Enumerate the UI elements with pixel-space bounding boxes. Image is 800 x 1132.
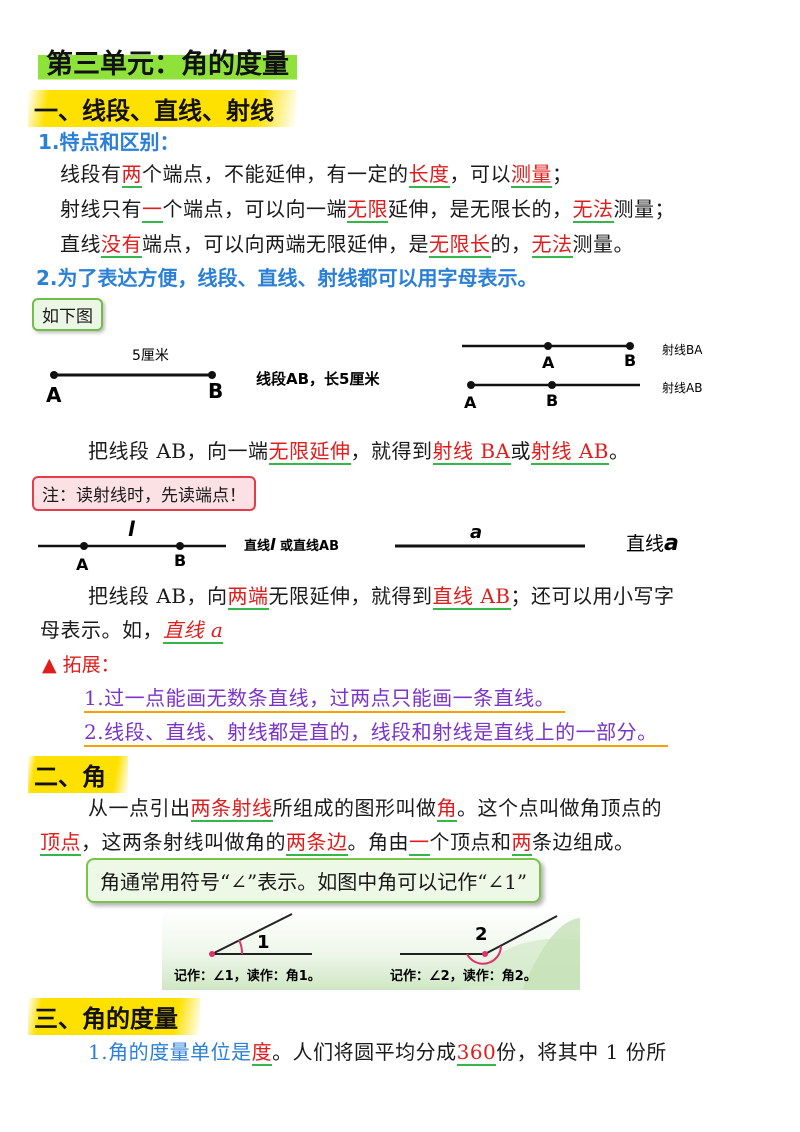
extension-1: 1.过一点能画无数条直线，过两点只能画一条直线。	[84, 682, 566, 713]
ray-ba-point-b	[626, 342, 634, 350]
page-title: 第三单元：角的度量	[38, 40, 297, 83]
text-line-5: 把线段 AB，向两端无限延伸，就得到直线 AB；还可以用小写字	[88, 584, 675, 610]
angle2-vertex	[482, 951, 488, 957]
angle2-caption: 记作：∠2，读作：角2。	[390, 968, 537, 984]
section3-heading: 三、角的度量	[28, 998, 200, 1035]
section2-heading: 二、角	[28, 756, 128, 793]
angle1-vertex	[209, 951, 215, 957]
extension-2: 2.线段、直线、射线都是直的，线段和射线是直线上的一部分。	[84, 716, 668, 747]
line-label-b: B	[174, 551, 186, 570]
ray-ab-point-b	[548, 381, 556, 389]
angle-line-2: 顶点，这两条射线叫做角的两条边。角由一个顶点和两条边组成。	[40, 830, 635, 856]
angle2-number: 2	[475, 924, 488, 945]
angle1-arc	[238, 939, 243, 955]
ray-ab-point-a	[467, 381, 475, 389]
label-a: A	[46, 383, 62, 407]
ray-ab-caption: 射线AB	[662, 380, 702, 395]
extension-label: ▲ 拓展：	[42, 654, 120, 676]
segment-caption: 线段AB，长5厘米	[256, 370, 380, 388]
angle1-number: 1	[257, 932, 270, 953]
line-caption-2: 直线a	[626, 531, 679, 556]
angle-figure: 1 2 记作：∠1，读作：角1。 记作：∠2，读作：角2。	[162, 910, 580, 990]
note-box: 注：读射线时，先读端点！	[32, 476, 256, 511]
angle1-caption: 记作：∠1，读作：角1。	[174, 968, 321, 984]
label-b: B	[208, 379, 223, 403]
line-l-label: l	[128, 517, 136, 541]
length-label: 5厘米	[132, 348, 169, 364]
figure-label-box: 如下图	[32, 298, 103, 331]
angle2-ray-right	[484, 915, 558, 955]
line-caption-1: 直线l 或直线AB	[244, 535, 339, 554]
section1-sub2: 2.为了表达方便，线段、直线、射线都可以用字母表示。	[36, 266, 538, 290]
text-line-3: 直线没有端点，可以向两端无限延伸，是无限长的，无法测量。	[60, 232, 634, 258]
text-line-2: 射线只有一个端点，可以向一端无限延伸，是无限长的，无法测量；	[60, 197, 675, 223]
point-b	[208, 371, 216, 379]
text-line-6: 母表示。如，直线 a	[40, 618, 224, 644]
segment-ray-figure: 5厘米 A B 线段AB，长5厘米 A B 射线BA A B 射线AB	[46, 342, 703, 412]
ray-ba-label-a: A	[542, 353, 555, 372]
section1-sub1: 1.特点和区别：	[38, 130, 180, 154]
angle1-ray-top	[211, 913, 293, 955]
section1-heading: 一、线段、直线、射线	[28, 90, 296, 127]
text-line-1: 线段有两个端点，不能延伸，有一定的长度，可以测量；	[60, 162, 573, 188]
measure-line-1: 1.角的度量单位是度。人们将圆平均分成360份，将其中 1 份所	[88, 1040, 667, 1066]
line-point-a	[80, 542, 88, 550]
line-label-a: A	[76, 555, 89, 574]
angle-line-1: 从一点引出两条射线所组成的图形叫做角。这个点叫做角顶点的	[88, 796, 662, 822]
ray-ab-label-a: A	[464, 393, 477, 412]
ray-ba-caption: 射线BA	[662, 342, 703, 357]
ray-ab-label-b: B	[546, 391, 558, 410]
text-line-4: 把线段 AB，向一端无限延伸，就得到射线 BA或射线 AB。	[88, 439, 630, 465]
angle2-arc	[466, 945, 502, 965]
line-figure: l A B 直线l 或直线AB a 直线a	[38, 517, 679, 574]
ray-ba-point-a	[544, 342, 552, 350]
line-point-b	[176, 542, 184, 550]
point-a	[50, 371, 58, 379]
angle-symbol-box: 角通常用符号“∠”表示。如图中角可以记作“∠1”	[86, 858, 542, 903]
line-a-label: a	[470, 522, 482, 543]
ray-ba-label-b: B	[624, 351, 636, 370]
